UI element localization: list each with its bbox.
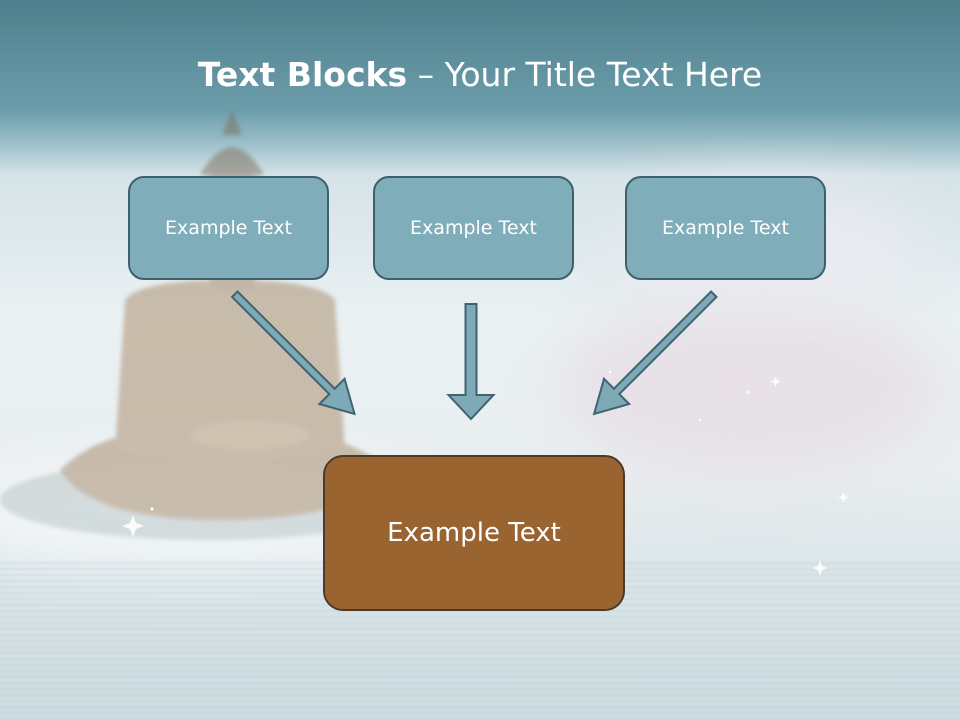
title-rest-text: Your Title Text Here xyxy=(444,55,763,94)
text-block-right[interactable]: Example Text xyxy=(625,176,826,280)
slide-title: Text Blocks – Your Title Text Here xyxy=(0,52,960,98)
title-bold-text: Text Blocks xyxy=(197,55,408,94)
arrow-left-diagonal-icon xyxy=(230,290,356,416)
arrow-down-icon xyxy=(446,303,496,421)
title-separator: – xyxy=(407,55,445,94)
text-block-left[interactable]: Example Text xyxy=(128,176,329,280)
text-block-center[interactable]: Example Text xyxy=(373,176,574,280)
buddha-statue-figure xyxy=(0,110,420,540)
sparkle-icons xyxy=(122,370,849,576)
arrows xyxy=(230,290,718,421)
arrow-right-diagonal-icon xyxy=(592,290,718,416)
main-text-block[interactable]: Example Text xyxy=(323,455,625,611)
